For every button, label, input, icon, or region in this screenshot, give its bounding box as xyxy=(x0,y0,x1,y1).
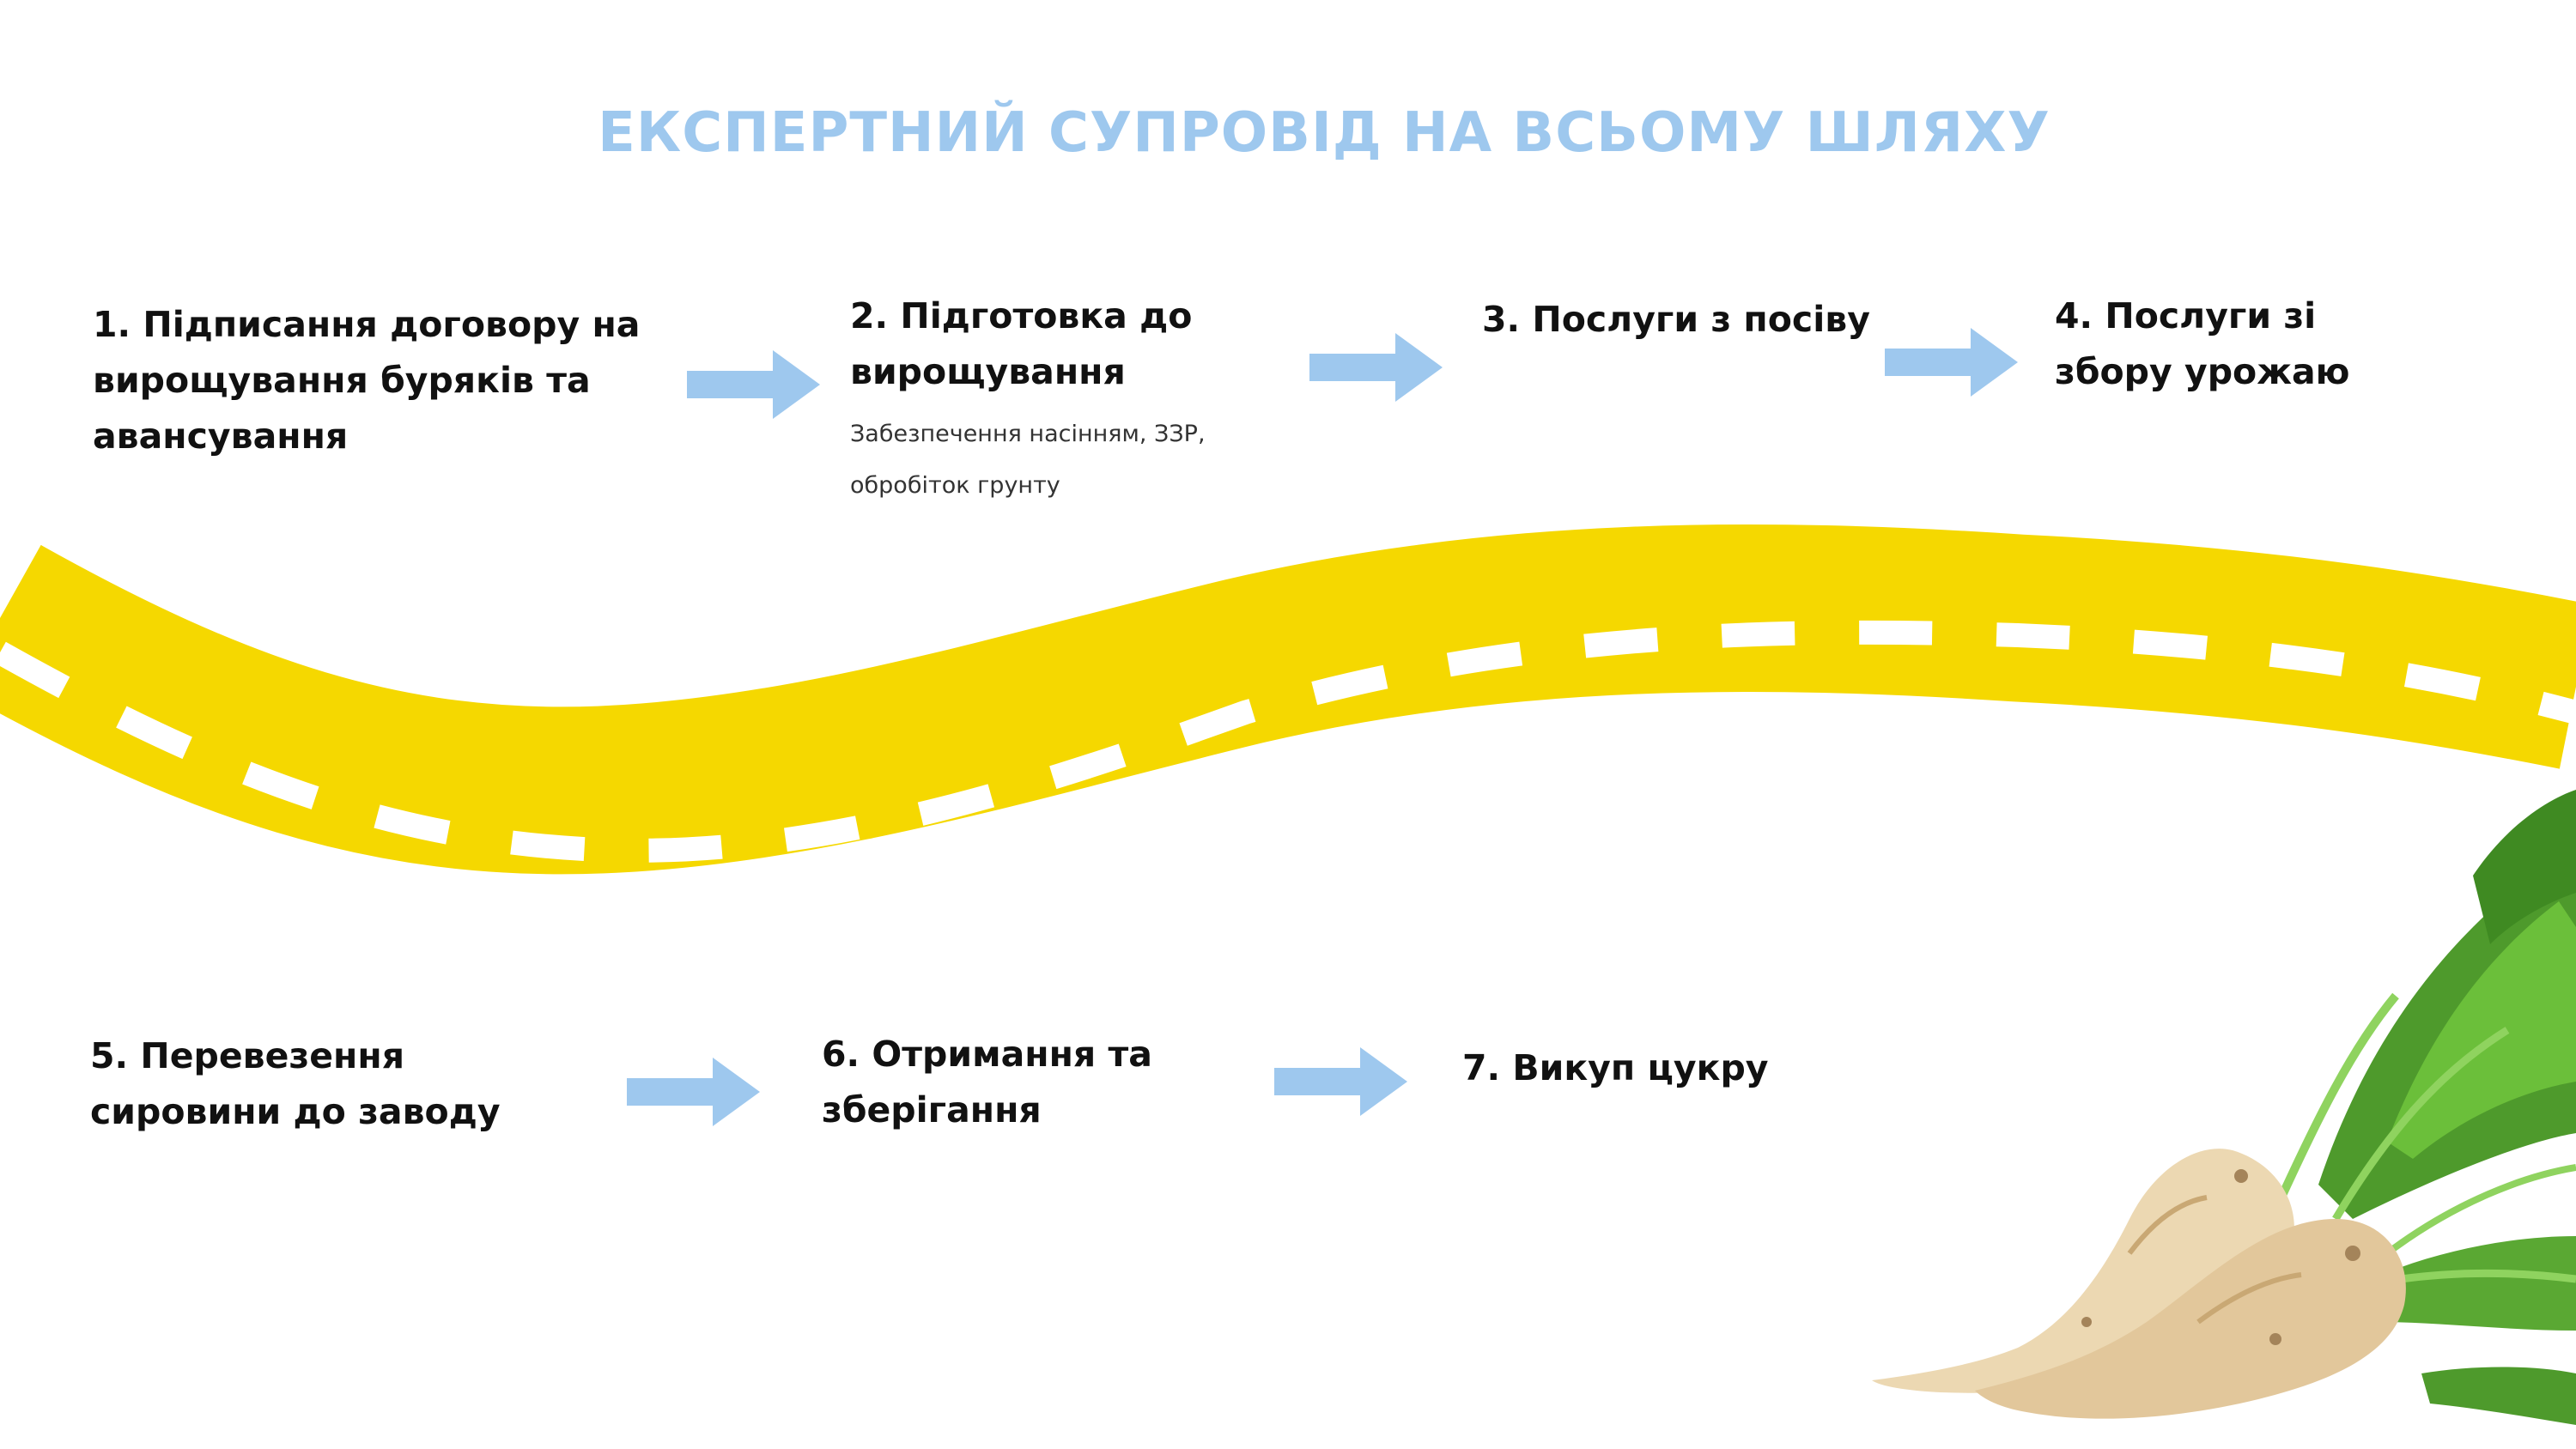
sugar-beet-image xyxy=(1872,790,2576,1425)
step-2-description: Забезпечення насінням, ЗЗР, обробіток гр… xyxy=(850,421,1206,499)
step-2-label: 2. Підготовка до вирощування xyxy=(850,295,1193,392)
step-5-label: 5. Перевезення сировини до заводу xyxy=(90,1035,501,1132)
step-7: 7. Викуп цукру xyxy=(1462,1040,1823,1096)
step-4-label: 4. Послуги зі збору урожаю xyxy=(2055,295,2350,392)
step-4: 4. Послуги зі збору урожаю xyxy=(2055,288,2441,400)
beet-leaves xyxy=(2271,790,2576,1425)
step-3: 3. Послуги з посіву xyxy=(1482,292,1886,348)
beet-roots xyxy=(1872,1149,2406,1419)
road-band xyxy=(0,524,2576,875)
arrow-right-icon xyxy=(687,350,820,419)
road-illustration xyxy=(0,524,2576,875)
step-5: 5. Перевезення сировини до заводу xyxy=(90,1028,605,1140)
arrow-right-icon xyxy=(1274,1047,1407,1116)
step-6-label: 6. Отримання та зберігання xyxy=(822,1034,1152,1131)
page-title: ЕКСПЕРТНИЙ СУПРОВІД НА ВСЬОМУ ШЛЯХУ xyxy=(598,101,2050,165)
arrow-right-icon xyxy=(627,1058,760,1126)
step-1-label: 1. Підписання договору на вирощування бу… xyxy=(93,304,641,457)
step-2: 2. Підготовка до вирощування Забезпеченн… xyxy=(850,288,1245,512)
step-7-label: 7. Викуп цукру xyxy=(1462,1047,1769,1088)
arrow-right-icon xyxy=(1885,328,2018,397)
road-center-line xyxy=(0,620,2576,863)
arrow-right-icon xyxy=(1309,333,1443,402)
step-6: 6. Отримання та зберігання xyxy=(822,1027,1165,1138)
step-1: 1. Підписання договору на вирощування бу… xyxy=(93,297,642,464)
step-3-label: 3. Послуги з посіву xyxy=(1482,299,1870,340)
